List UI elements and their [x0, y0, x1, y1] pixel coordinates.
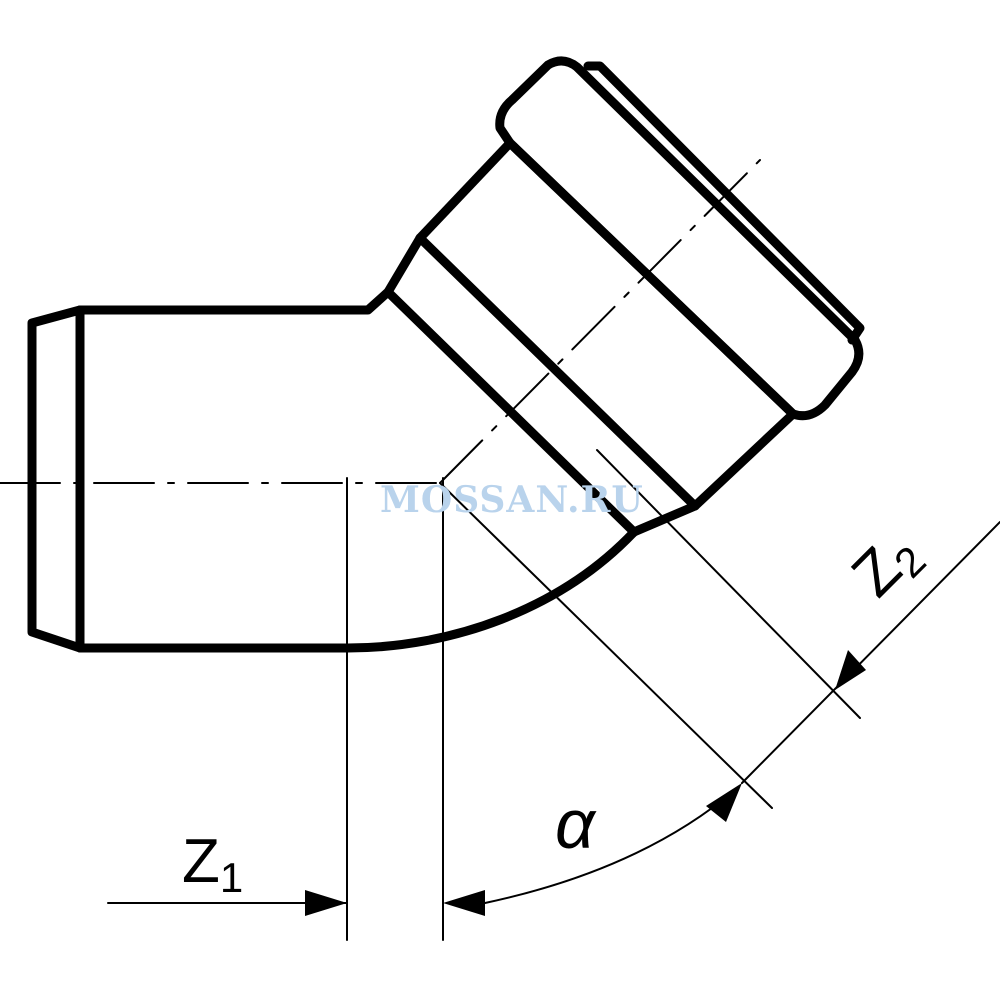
z1-arrow-right	[443, 890, 485, 916]
spigot-chamfer	[27, 305, 85, 653]
watermark-text: MOSSAN.RU	[380, 479, 644, 521]
alpha-label: α	[555, 785, 597, 863]
socket-lower-edge	[690, 409, 798, 511]
alpha-extension-line	[439, 482, 773, 809]
socket-body	[495, 56, 864, 421]
angled-body-top	[415, 138, 515, 243]
z2-dimension-line	[741, 521, 1000, 784]
pipe-bottom-outline	[75, 527, 639, 653]
z1-label: Z1	[182, 827, 243, 901]
alpha-arc	[484, 789, 736, 904]
z2-label: Z2	[839, 518, 935, 614]
z2-arrow	[835, 650, 866, 690]
z1-arrow-left	[305, 890, 347, 916]
pipe-top-outline	[75, 233, 425, 315]
angled-centerline	[439, 159, 761, 484]
transition-ring-inner	[383, 287, 639, 537]
z2-extension-line	[596, 449, 861, 719]
alpha-arrow	[706, 783, 742, 822]
transition-ring-outer	[415, 233, 700, 511]
socket-rim	[583, 61, 865, 345]
socket-inner-line	[505, 138, 798, 419]
